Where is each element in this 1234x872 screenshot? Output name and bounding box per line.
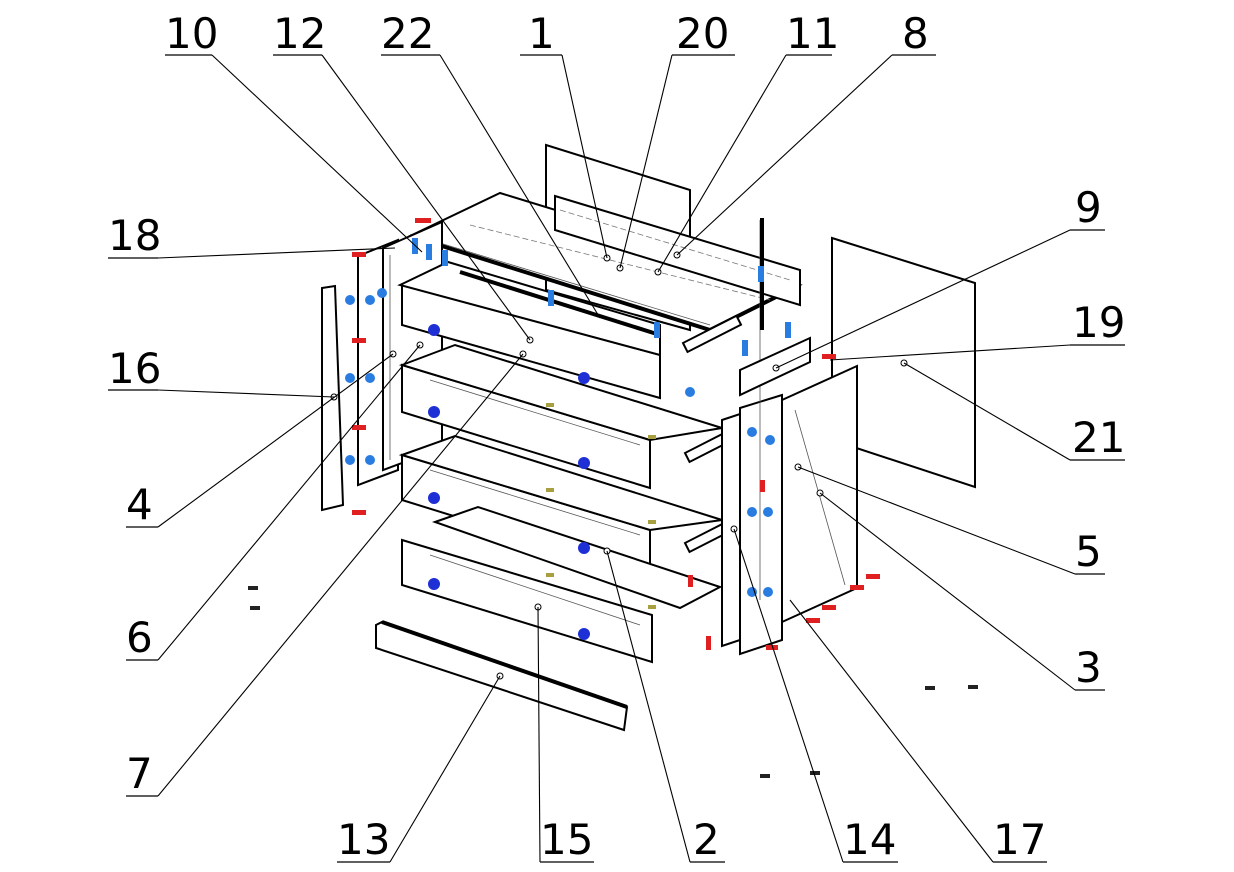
part-label-3: 3 bbox=[1075, 643, 1102, 692]
leader-lines bbox=[108, 54, 1125, 863]
part-label-21: 21 bbox=[1072, 413, 1125, 462]
part-label-6: 6 bbox=[126, 613, 153, 662]
loose-feet bbox=[248, 586, 978, 778]
part-label-5: 5 bbox=[1075, 527, 1102, 576]
part-label-22: 22 bbox=[381, 9, 434, 58]
part-label-13: 13 bbox=[337, 815, 390, 864]
part-label-12: 12 bbox=[273, 9, 326, 58]
part-label-10: 10 bbox=[165, 9, 218, 58]
dowels bbox=[546, 403, 656, 609]
part-label-19: 19 bbox=[1072, 298, 1125, 347]
red-screws bbox=[352, 218, 880, 650]
part-label-9: 9 bbox=[1075, 183, 1102, 232]
blue-fasteners bbox=[345, 238, 791, 597]
part-label-1: 1 bbox=[528, 9, 555, 58]
part-label-15: 15 bbox=[540, 815, 593, 864]
part-label-11: 11 bbox=[786, 9, 839, 58]
chest-of-drawers-exploded-view bbox=[248, 143, 978, 778]
part-label-2: 2 bbox=[693, 815, 720, 864]
part-label-18: 18 bbox=[108, 211, 161, 260]
part-label-14: 14 bbox=[843, 815, 896, 864]
part-label-8: 8 bbox=[902, 9, 929, 58]
part-label-4: 4 bbox=[126, 480, 153, 529]
part-label-20: 20 bbox=[676, 9, 729, 58]
part-label-7: 7 bbox=[126, 749, 153, 798]
shelf-frame bbox=[554, 194, 801, 307]
drawer-bottom bbox=[401, 505, 723, 664]
part-label-17: 17 bbox=[993, 815, 1046, 864]
part-number-labels: 10 12 22 1 20 11 8 18 16 4 6 7 9 19 21 5… bbox=[108, 9, 1125, 864]
handle-screws bbox=[428, 324, 590, 640]
part-label-16: 16 bbox=[108, 344, 161, 393]
drawer-second bbox=[398, 343, 745, 490]
